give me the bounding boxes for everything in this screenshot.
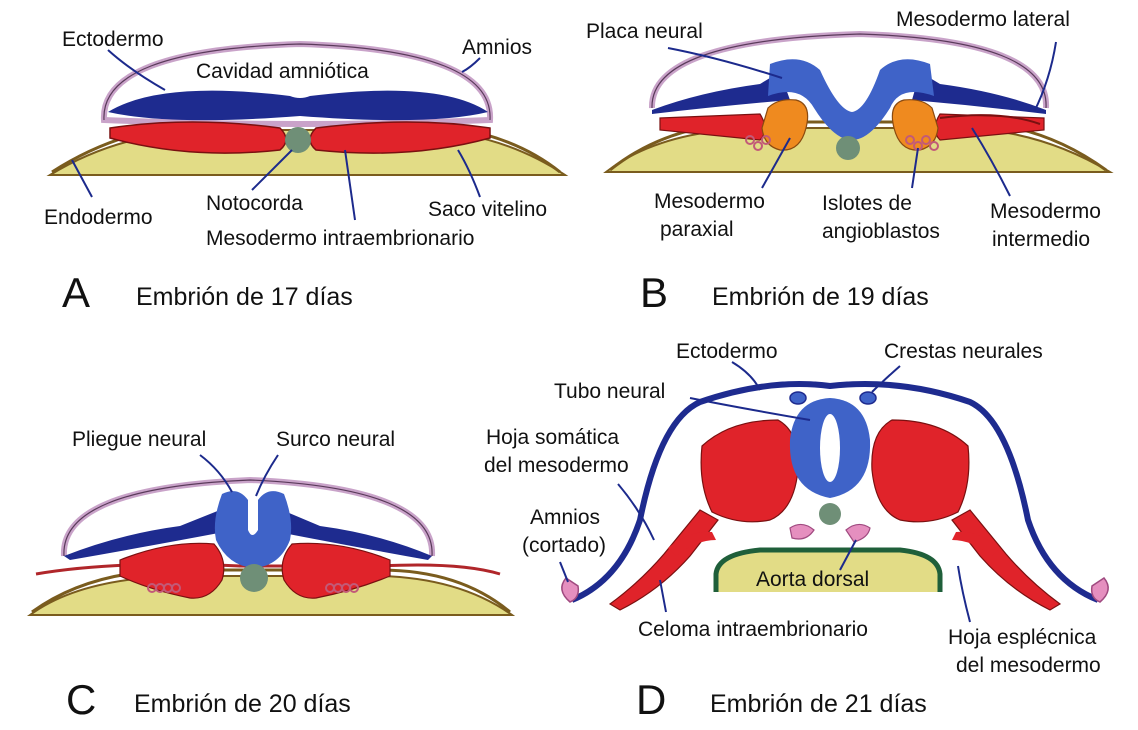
panel-b-letter: B — [640, 269, 668, 316]
leader-a-amnios — [462, 58, 480, 72]
label-d-amnios-2: (cortado) — [522, 534, 606, 557]
label-d-somatica-1: Hoja somática — [486, 426, 619, 449]
panel-a-notochord — [285, 127, 311, 153]
label-d-esplecnica-1: Hoja esplécnica — [948, 626, 1097, 649]
label-a-cavidad: Cavidad amniótica — [196, 60, 369, 83]
panel-d-notochord — [819, 503, 841, 525]
panel-d-paraxial-right — [872, 420, 969, 522]
label-a-ectodermo: Ectodermo — [62, 28, 164, 51]
label-d-tubo: Tubo neural — [554, 380, 665, 403]
label-a-notocorda: Notocorda — [206, 192, 303, 215]
label-b-intermedio-1: Mesodermo — [990, 200, 1101, 223]
panel-b: Placa neural Mesodermo lateral Mesodermo… — [586, 8, 1110, 316]
leader-d-esplecnica — [958, 566, 970, 622]
label-c-surco: Surco neural — [276, 428, 395, 451]
panel-d-letter: D — [636, 676, 666, 723]
panel-b-caption: Embrión de 19 días — [712, 283, 929, 311]
panel-d-splanchnic-right — [952, 532, 1000, 556]
panel-d-amnion-cut-right — [1092, 578, 1109, 602]
label-b-paraxial-2: paraxial — [660, 218, 734, 241]
panel-a-ectoderm — [108, 91, 488, 121]
label-a-endodermo: Endodermo — [44, 206, 153, 229]
label-b-paraxial-1: Mesodermo — [654, 190, 765, 213]
panel-b-notochord — [836, 136, 860, 160]
label-a-mesodermo: Mesodermo intraembrionario — [206, 227, 474, 250]
label-d-somatica-2: del mesodermo — [484, 454, 629, 477]
panel-d-neural-crest-right — [860, 392, 876, 404]
panel-a: Ectodermo Amnios Cavidad amniótica Endod… — [44, 28, 565, 316]
leader-c-surco — [256, 455, 278, 496]
panel-d-caption: Embrión de 21 días — [710, 690, 927, 718]
label-b-islotes-2: angioblastos — [822, 220, 940, 243]
label-a-amnios: Amnios — [462, 36, 532, 59]
panel-d-somatic-right — [952, 510, 1060, 610]
panel-d-aorta-right — [846, 524, 870, 542]
panel-a-letter: A — [62, 269, 90, 316]
panel-d: Ectodermo Crestas neurales Tubo neural H… — [484, 340, 1108, 723]
leader-d-celoma — [660, 580, 666, 612]
label-b-islotes-1: Islotes de — [822, 192, 912, 215]
leader-d-amnios — [560, 562, 568, 582]
panel-c-letter: C — [66, 676, 96, 723]
panel-c-notochord — [240, 564, 268, 592]
panel-d-amnion-cut-left — [562, 578, 579, 602]
panel-d-aorta-left — [790, 524, 814, 539]
panel-c: Pliegue neural Surco neural C Embrión de… — [30, 428, 512, 723]
panel-d-paraxial-left — [701, 420, 798, 522]
label-b-placa: Placa neural — [586, 20, 703, 43]
panel-c-caption: Embrión de 20 días — [134, 690, 351, 718]
label-d-esplecnica-2: del mesodermo — [956, 654, 1101, 677]
label-d-celoma: Celoma intraembrionario — [638, 618, 868, 641]
label-b-lateral: Mesodermo lateral — [896, 8, 1070, 31]
label-d-crestas: Crestas neurales — [884, 340, 1043, 363]
label-d-ectodermo: Ectodermo — [676, 340, 778, 363]
panel-c-yolk-sac — [30, 576, 512, 615]
panel-d-neural-crest-left — [790, 392, 806, 404]
panel-d-neural-canal — [820, 414, 840, 482]
panel-c-neural-folds — [215, 491, 291, 568]
label-a-saco: Saco vitelino — [428, 198, 547, 221]
leader-c-pliegue — [200, 455, 232, 492]
panel-d-somatic-left — [610, 510, 718, 610]
label-b-intermedio-2: intermedio — [992, 228, 1090, 251]
label-d-aorta: Aorta dorsal — [756, 568, 869, 591]
label-c-pliegue: Pliegue neural — [72, 428, 206, 451]
label-d-amnios-1: Amnios — [530, 506, 600, 529]
panel-a-caption: Embrión de 17 días — [136, 283, 353, 311]
